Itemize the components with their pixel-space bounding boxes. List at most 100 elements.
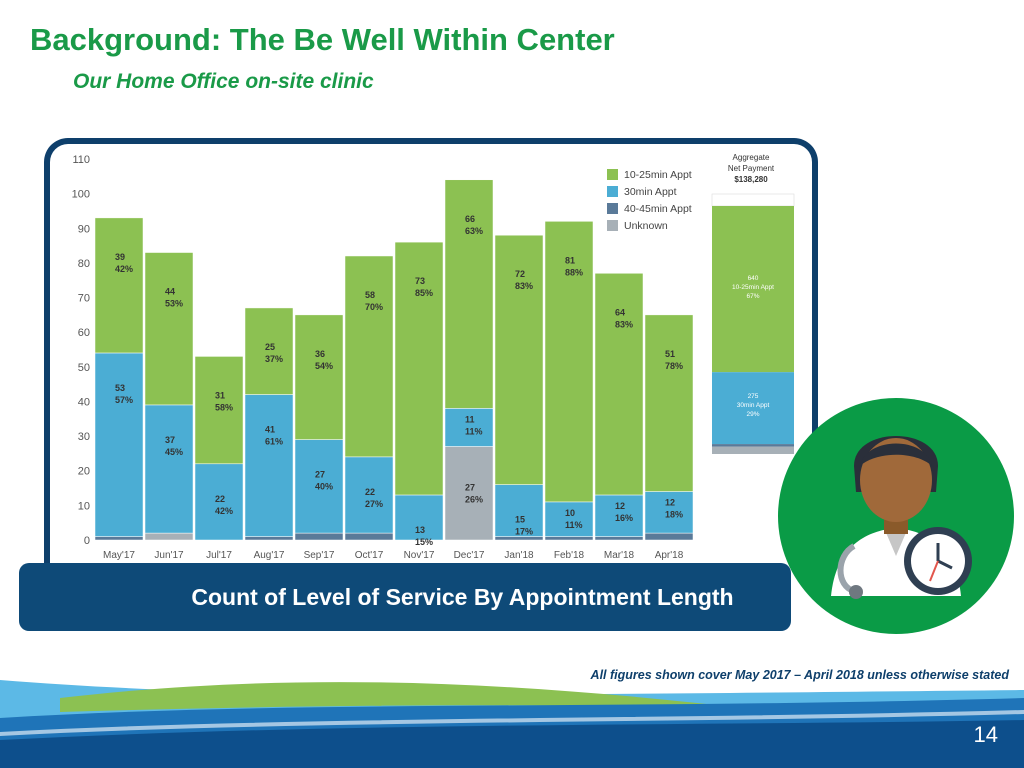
data-label-count: 25 (265, 342, 275, 352)
bar-segment (544, 536, 594, 541)
bar-segment (444, 408, 494, 447)
data-label-percent: 70% (365, 302, 383, 312)
data-label-count: 31 (215, 390, 225, 400)
x-tick-label: May'17 (103, 550, 135, 561)
x-tick-label: Dec'17 (454, 550, 485, 561)
bar-segment (594, 536, 644, 541)
chart-caption: Count of Level of Service By Appointment… (191, 584, 734, 610)
slide-subtitle: Our Home Office on-site clinic (73, 70, 374, 93)
aggregate-label: 29% (746, 411, 759, 418)
data-label-count: 73 (415, 276, 425, 286)
data-label-count: 44 (165, 287, 175, 297)
data-label-count: 58 (365, 290, 375, 300)
data-label-count: 64 (615, 307, 625, 317)
caption-bar (19, 563, 791, 631)
aggregate-cap (711, 193, 795, 207)
legend-swatch (607, 220, 618, 231)
bar-segment (594, 273, 644, 496)
x-tick-label: Jan'18 (504, 550, 534, 561)
page-number: 14 (973, 722, 998, 747)
bar-segment (194, 356, 244, 465)
bar-segment (244, 536, 294, 541)
bar-segment (144, 404, 194, 534)
bar-segment (494, 536, 544, 541)
data-label-percent: 58% (215, 402, 233, 412)
data-label-count: 72 (515, 269, 525, 279)
data-label-percent: 18% (665, 510, 683, 520)
bar-segment (244, 394, 294, 537)
bar-segment (444, 446, 494, 541)
bar-segment (344, 456, 394, 534)
aggregate-label: 10-25min Appt (732, 284, 774, 291)
legend-swatch (607, 169, 618, 180)
data-label-percent: 45% (165, 447, 183, 457)
data-label-percent: 26% (465, 494, 483, 504)
data-label-count: 51 (665, 349, 675, 359)
data-label-percent: 54% (315, 361, 333, 371)
bar-segment (294, 532, 344, 541)
y-tick-label: 10 (78, 500, 90, 512)
data-label-count: 15 (515, 515, 525, 525)
bar-segment (544, 501, 594, 537)
bar-segment (494, 484, 544, 537)
footnote: All figures shown cover May 2017 – April… (590, 668, 1009, 682)
bar-segment (94, 217, 144, 354)
data-label-count: 81 (565, 255, 575, 265)
aggregate-segment (712, 206, 794, 373)
doctor-clock-icon (778, 398, 1014, 634)
data-label-count: 13 (415, 525, 425, 535)
aggregate-segment (712, 444, 794, 447)
bar-segment (144, 532, 194, 541)
data-label-percent: 16% (615, 513, 633, 523)
x-tick-label: Apr'18 (655, 550, 684, 561)
stacked-bar-chart: 0102030405060708090100110May'173942%5357… (72, 153, 795, 561)
legend-label: 30min Appt (624, 186, 677, 198)
bar-segment (344, 532, 394, 541)
y-tick-label: 60 (78, 327, 90, 339)
legend-swatch (607, 203, 618, 214)
data-label-percent: 11% (465, 426, 483, 436)
slide-title: Background: The Be Well Within Center (30, 22, 615, 57)
data-label-percent: 37% (265, 354, 283, 364)
data-label-percent: 83% (515, 281, 533, 291)
bar-segment (644, 532, 694, 541)
data-label-count: 12 (665, 498, 675, 508)
wave-highlight (0, 710, 1024, 736)
aggregate-title-line: Aggregate (733, 153, 770, 162)
bar-segment (544, 221, 594, 503)
x-tick-label: Feb'18 (554, 550, 585, 561)
bar-segment (144, 252, 194, 406)
bar-segment (444, 179, 494, 409)
y-tick-label: 80 (78, 258, 90, 270)
data-label-count: 27 (315, 470, 325, 480)
data-label-percent: 42% (115, 264, 133, 274)
y-tick-label: 100 (72, 189, 90, 201)
bar-segment (294, 439, 344, 534)
data-label-percent: 78% (665, 361, 683, 371)
data-label-percent: 42% (215, 506, 233, 516)
data-label-percent: 27% (365, 499, 383, 509)
aggregate-label: 275 (748, 393, 759, 400)
data-label-percent: 40% (315, 482, 333, 492)
x-tick-label: Nov'17 (404, 550, 435, 561)
x-tick-label: Mar'18 (604, 550, 635, 561)
wave-green (60, 682, 760, 712)
data-label-count: 41 (265, 425, 275, 435)
aggregate-label: 640 (748, 275, 759, 282)
data-label-count: 39 (115, 252, 125, 262)
x-tick-label: Jul'17 (206, 550, 232, 561)
legend-label: Unknown (624, 220, 668, 232)
x-tick-label: Jun'17 (154, 550, 184, 561)
bar-segment (194, 463, 244, 541)
y-tick-label: 40 (78, 396, 90, 408)
data-label-percent: 53% (165, 299, 183, 309)
aggregate-segment (712, 372, 794, 445)
x-tick-label: Sep'17 (304, 550, 335, 561)
data-label-count: 36 (315, 349, 325, 359)
wave-dark-blue (0, 720, 1024, 768)
y-tick-label: 20 (78, 466, 90, 478)
data-label-percent: 17% (515, 527, 533, 537)
data-label-percent: 57% (115, 395, 133, 405)
decorative-waves (0, 680, 1024, 768)
y-tick-label: 30 (78, 431, 90, 443)
